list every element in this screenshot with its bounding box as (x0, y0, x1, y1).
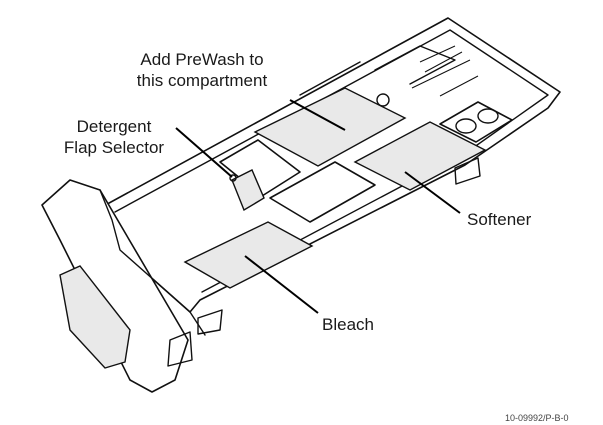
label-softener: Softener (467, 210, 532, 229)
softener-compartment (353, 121, 487, 191)
leader-softener (404, 171, 461, 214)
front-fascia (41, 179, 189, 393)
part-code: 10-09992/P-B-0 (505, 413, 569, 423)
softener-siphon (439, 101, 513, 143)
main-wash-compartment (269, 161, 376, 223)
label-detergent-line2: Flap Selector (63, 138, 165, 157)
fascia-edge (99, 189, 206, 336)
siphon-cap-left (455, 118, 477, 134)
front-handle-recess (59, 265, 131, 369)
flap-selector (231, 169, 265, 212)
bottom-clips (167, 157, 481, 367)
label-detergent: Detergent Flap Selector (46, 116, 182, 158)
bleach-compartment (183, 221, 314, 289)
rear-slots (411, 45, 479, 97)
rear-screw (376, 93, 390, 107)
label-bleach: Bleach (322, 315, 374, 334)
label-detergent-line1: Detergent (76, 117, 152, 136)
leader-bleach (244, 255, 319, 314)
label-prewash: Add PreWash to this compartment (117, 49, 287, 91)
siphon-cap-right (477, 108, 499, 124)
rear-rail (299, 45, 456, 96)
label-prewash-line2: this compartment (136, 71, 268, 90)
leader-detergent (175, 127, 233, 178)
flap-pivot (229, 174, 237, 182)
prewash-compartment (253, 87, 407, 167)
label-prewash-line1: Add PreWash to (140, 50, 264, 69)
leader-prewash (289, 99, 346, 131)
